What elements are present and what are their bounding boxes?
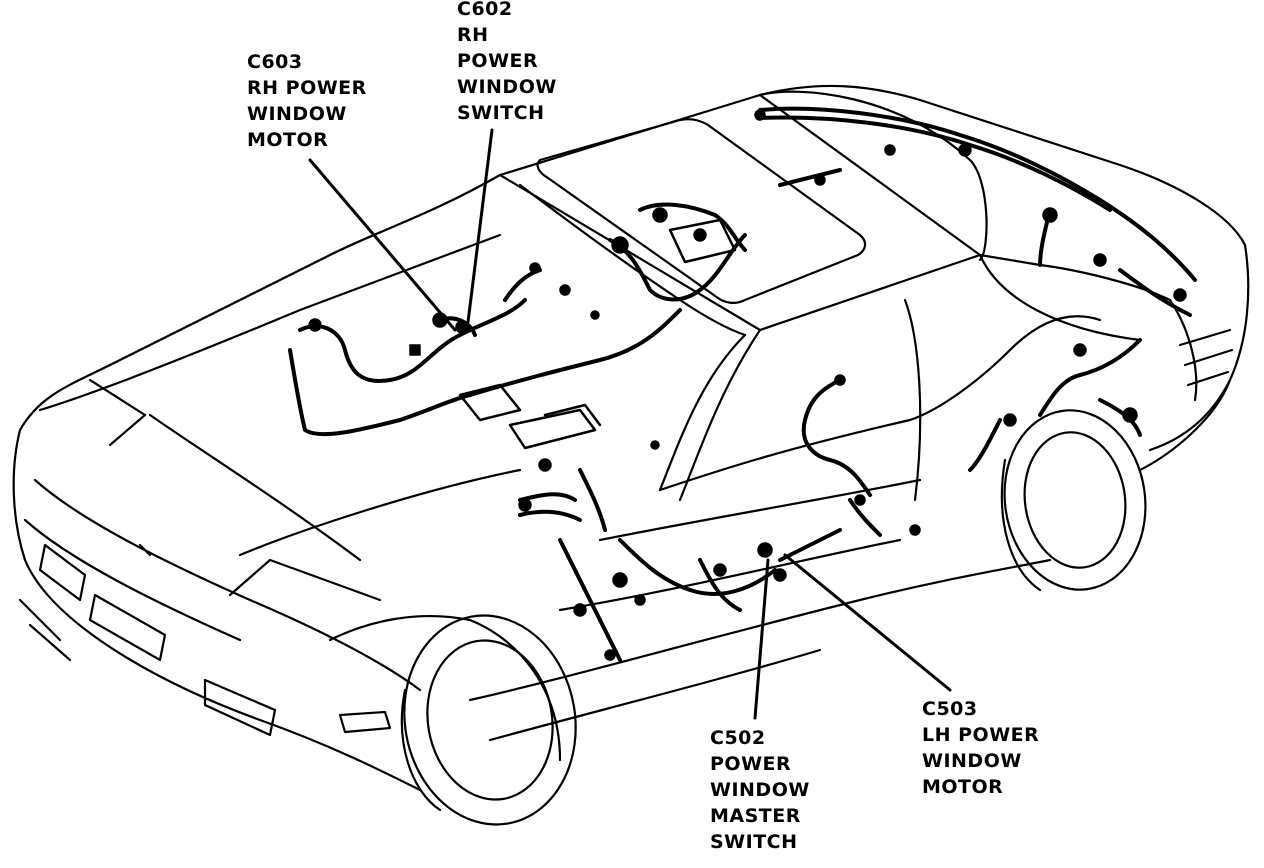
callout-line: C502 xyxy=(710,727,766,749)
callout-line: POWER xyxy=(457,50,539,72)
callout-line: LH POWER xyxy=(922,724,1040,746)
callout-c603-rh-power-window-motor: C603 RH POWER WINDOW MOTOR xyxy=(247,49,367,153)
callout-line: SWITCH xyxy=(710,831,798,853)
callout-line: SWITCH xyxy=(457,102,545,124)
callout-c503-lh-power-window-motor: C503 LH POWER WINDOW MOTOR xyxy=(922,696,1039,800)
callout-line: MASTER xyxy=(710,805,801,827)
callout-line: C503 xyxy=(922,698,978,720)
connectors xyxy=(308,109,1187,661)
leader-lines xyxy=(308,128,952,720)
callout-line: C603 xyxy=(247,51,303,73)
callout-line: MOTOR xyxy=(922,776,1004,798)
front-wheel xyxy=(400,614,577,826)
rear-wheel xyxy=(1000,409,1147,592)
wiring-harness xyxy=(288,106,1197,662)
callout-c602-rh-power-window-switch: C602 RH POWER WINDOW SWITCH xyxy=(457,0,557,126)
callout-line: WINDOW xyxy=(922,750,1022,772)
callout-line: WINDOW xyxy=(710,779,810,801)
callout-line: C602 xyxy=(457,0,513,20)
callout-line: RH xyxy=(457,24,489,46)
callout-line: POWER xyxy=(710,753,792,775)
car-body xyxy=(12,84,1250,792)
callout-line: WINDOW xyxy=(457,76,557,98)
callout-line: RH POWER xyxy=(247,77,367,99)
modules xyxy=(458,218,737,450)
callout-line: MOTOR xyxy=(247,129,329,151)
callout-line: WINDOW xyxy=(247,103,347,125)
callout-c502-power-window-master-switch: C502 POWER WINDOW MASTER SWITCH xyxy=(710,725,810,855)
